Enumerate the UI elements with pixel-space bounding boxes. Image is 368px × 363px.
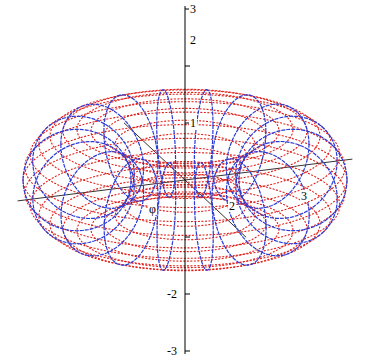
poloidal-curve bbox=[23, 129, 131, 230]
axis-label: 1 bbox=[189, 117, 197, 129]
axis-label: 3 bbox=[189, 3, 197, 15]
poloidal-curve bbox=[157, 90, 176, 198]
poloidal-curve bbox=[239, 129, 347, 230]
poloidal-curve bbox=[194, 162, 213, 270]
poloidal-curve bbox=[157, 163, 176, 271]
axis-line bbox=[185, 6, 186, 354]
poloidal-curve bbox=[33, 142, 134, 244]
poloidal-curve bbox=[61, 152, 144, 256]
poloidal-curve bbox=[104, 95, 158, 201]
axis-tick bbox=[185, 66, 190, 67]
poloidal-curve bbox=[226, 104, 309, 208]
axis-tick bbox=[185, 237, 190, 238]
poloidal-curve bbox=[236, 141, 338, 243]
axis-label: 2 bbox=[228, 200, 236, 212]
poloidal-curve bbox=[212, 159, 266, 265]
poloidal-curve bbox=[33, 116, 135, 218]
axis-label: φ bbox=[148, 203, 157, 215]
poloidal-curve bbox=[236, 116, 337, 218]
axis-tick bbox=[185, 351, 190, 352]
poloidal-curve bbox=[104, 159, 158, 265]
axis-tick bbox=[185, 294, 190, 295]
axis-label: 2 bbox=[189, 34, 197, 46]
poloidal-curve bbox=[194, 90, 213, 198]
axis-label: 3 bbox=[300, 190, 308, 202]
axis-label: -3 bbox=[166, 345, 178, 357]
axis-label: -2 bbox=[166, 288, 178, 300]
